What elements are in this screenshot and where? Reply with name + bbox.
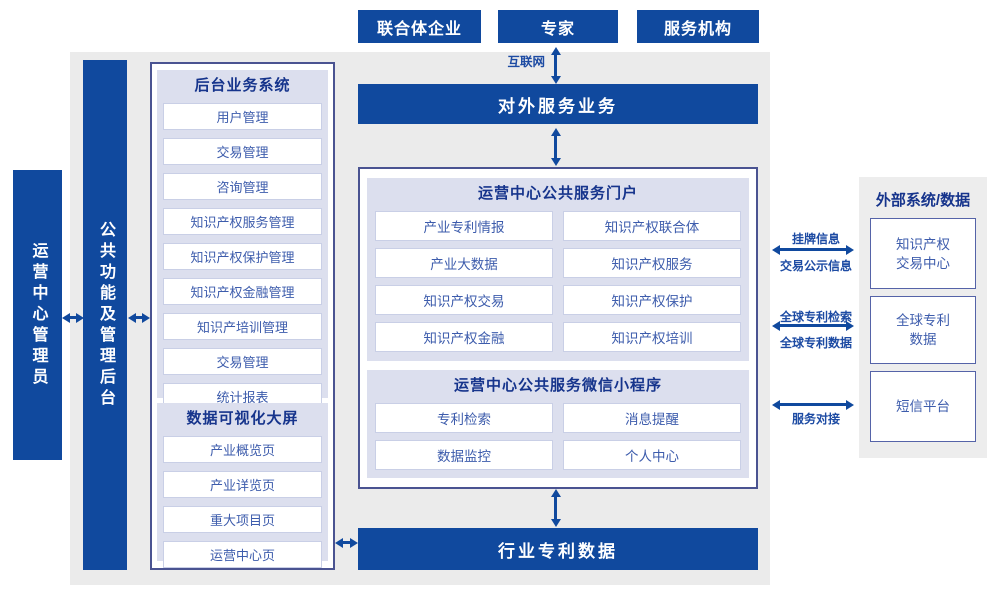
external-box-ip-trade-center: 知识产权 交易中心	[870, 218, 976, 289]
backend-item-trade-mgmt: 交易管理	[163, 138, 322, 165]
backend-item-ip-finance-mgmt: 知识产权金融管理	[163, 278, 322, 305]
industry-patent-data-bar: 行业专利数据	[358, 528, 758, 570]
portal-item-industry-patent-intelligence: 产业专利情报	[375, 211, 553, 241]
external-box-ip-trade-center-line1: 知识产权	[896, 236, 950, 252]
backend-item-user-mgmt: 用户管理	[163, 103, 322, 130]
data-visualization-panel: 数据可视化大屏 产业概览页 产业详览页 重大项目页 运营中心页	[157, 403, 328, 568]
arrow-external-service-portal	[550, 128, 561, 166]
public-service-portal-title: 运营中心公共服务门户	[477, 185, 638, 202]
arrow-sms-platform	[772, 399, 854, 410]
link-label-global-patent-search: 全球专利检索	[779, 310, 852, 324]
external-box-global-patent-data: 全球专利 数据	[870, 296, 976, 364]
portal-item-ip-trade: 知识产权交易	[375, 285, 553, 315]
public-function-management-label: 公共功能及管理后台	[97, 220, 114, 410]
arrow-admin-public-function	[62, 312, 84, 323]
miniprogram-item-message-reminder: 消息提醒	[563, 403, 741, 433]
top-box-service-agency: 服务机构	[637, 10, 759, 43]
link-label-service-connection: 服务对接	[791, 412, 840, 426]
dashboard-item-operation-center: 运营中心页	[163, 541, 322, 568]
operation-center-admin-bar: 运营中心管理员	[13, 170, 62, 460]
backend-item-ip-protection-mgmt: 知识产权保护管理	[163, 243, 322, 270]
top-box-consortium-enterprise: 联合体企业	[358, 10, 481, 43]
backend-item-trade-mgmt-2: 交易管理	[163, 348, 322, 375]
portal-item-ip-training: 知识产权培训	[563, 322, 741, 352]
dashboard-item-major-project: 重大项目页	[163, 506, 322, 533]
external-service-bar: 对外服务业务	[358, 84, 758, 124]
left-panel: 后台业务系统 用户管理 交易管理 咨询管理 知识产权服务管理 知识产权保护管理 …	[150, 62, 335, 570]
center-panel: 运营中心公共服务门户 产业专利情报 知识产权联合体 产业大数据 知识产权服务 知…	[358, 167, 758, 489]
backend-system-panel: 后台业务系统 用户管理 交易管理 咨询管理 知识产权服务管理 知识产权保护管理 …	[157, 70, 328, 410]
portal-item-industry-big-data: 产业大数据	[375, 248, 553, 278]
miniprogram-item-data-monitoring: 数据监控	[375, 440, 553, 470]
external-box-global-patent-data-line1: 全球专利	[896, 313, 950, 328]
arrow-global-patent-data	[772, 320, 854, 331]
arrow-ip-trade-center	[772, 244, 854, 255]
backend-item-consult-mgmt: 咨询管理	[163, 173, 322, 200]
portal-item-ip-service: 知识产权服务	[563, 248, 741, 278]
arrow-public-function-backend	[128, 312, 150, 323]
arrow-internet-external-service	[550, 47, 561, 84]
internet-label: 互联网	[507, 55, 545, 69]
miniprogram-item-patent-search: 专利检索	[375, 403, 553, 433]
miniprogram-item-personal-center: 个人中心	[563, 440, 741, 470]
wechat-miniprogram-panel: 运营中心公共服务微信小程序 专利检索 消息提醒 数据监控 个人中心	[367, 370, 749, 478]
external-systems-title: 外部系统/数据	[875, 192, 971, 209]
arrow-portal-industry-patent-data	[550, 489, 561, 527]
arrow-leftpanel-industry-patent-data	[335, 537, 358, 548]
backend-item-ip-training-mgmt: 知识产培训管理	[163, 313, 322, 340]
portal-item-ip-finance: 知识产权金融	[375, 322, 553, 352]
dashboard-item-industry-detail: 产业详览页	[163, 471, 322, 498]
external-box-sms-platform-line1: 短信平台	[896, 399, 950, 414]
wechat-miniprogram-title: 运营中心公共服务微信小程序	[453, 377, 662, 394]
portal-item-ip-consortium: 知识产权联合体	[563, 211, 741, 241]
external-systems-panel: 外部系统/数据 知识产权 交易中心 全球专利 数据 短信平台	[859, 177, 987, 458]
dashboard-item-industry-overview: 产业概览页	[163, 436, 322, 463]
top-box-expert: 专家	[498, 10, 618, 43]
operation-center-admin-label: 运营中心管理员	[29, 241, 47, 389]
public-function-management-bar: 公共功能及管理后台	[83, 60, 127, 570]
external-box-ip-trade-center-line2: 交易中心	[896, 255, 950, 271]
link-label-global-patent-data: 全球专利数据	[779, 336, 852, 350]
link-label-trade-publicity-info: 交易公示信息	[779, 259, 852, 273]
external-box-global-patent-data-line2: 数据	[909, 332, 937, 347]
backend-item-ip-service-mgmt: 知识产权服务管理	[163, 208, 322, 235]
link-label-listing-info: 挂牌信息	[791, 232, 840, 246]
portal-item-ip-protection: 知识产权保护	[563, 285, 741, 315]
public-service-portal-panel: 运营中心公共服务门户 产业专利情报 知识产权联合体 产业大数据 知识产权服务 知…	[367, 178, 749, 361]
backend-system-title: 后台业务系统	[194, 77, 291, 94]
external-box-sms-platform: 短信平台	[870, 371, 976, 442]
data-visualization-title: 数据可视化大屏	[186, 410, 299, 427]
